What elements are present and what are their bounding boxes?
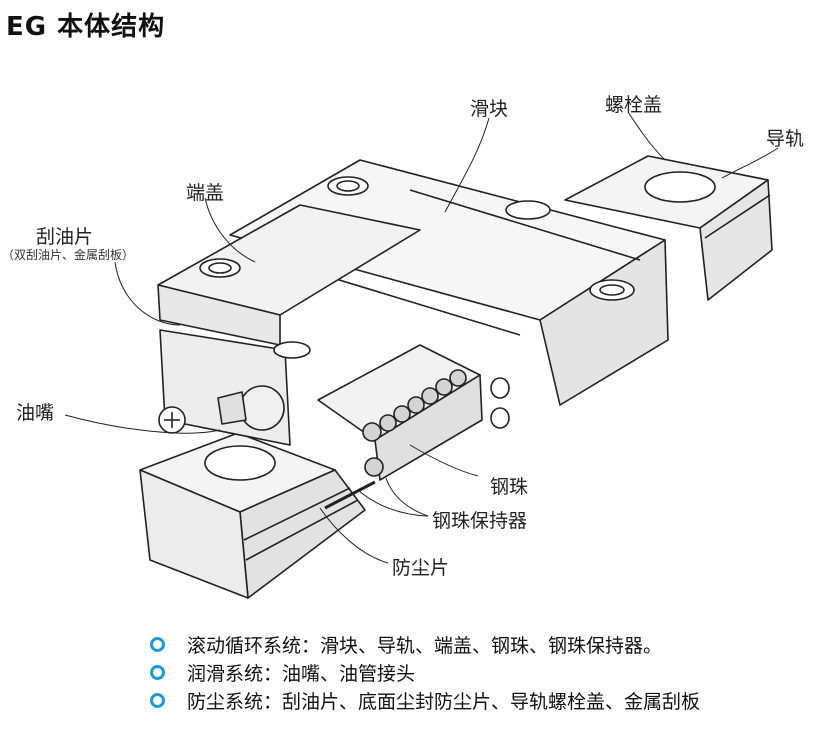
label-rail: 导轨 — [766, 128, 805, 150]
label-scraper: 刮油片 — [36, 226, 94, 248]
legend-text: 润滑系统：油嘴、油管接头 — [187, 662, 416, 685]
ball-retainer — [317, 344, 483, 481]
dust-seal-strip — [324, 480, 376, 510]
label-bolt-cap: 螺栓盖 — [605, 94, 663, 116]
linear-guide-diagram — [64, 111, 779, 599]
bullet-icon — [150, 664, 165, 680]
label-end-cap: 端盖 — [186, 182, 225, 204]
page-title: EG 本体结构 — [6, 12, 166, 42]
bullet-icon — [150, 692, 165, 708]
label-ball-retainer: 钢珠保持器 — [432, 510, 528, 532]
rail-front — [139, 432, 366, 599]
label-dust-seal: 防尘片 — [392, 557, 450, 579]
label-grease-nipple: 油嘴 — [16, 402, 55, 424]
label-steel-ball: 钢珠 — [490, 476, 529, 498]
legend-item: 滚动循环系统：滑块、导轨、端盖、钢珠、钢珠保持器。 — [150, 630, 700, 658]
end-cap — [157, 176, 421, 346]
side-holes — [490, 377, 510, 429]
slider-body — [229, 159, 669, 406]
steel-balls — [362, 369, 467, 477]
label-scraper-note: （双刮油片、金属刮板） — [2, 248, 135, 262]
rail-back — [564, 155, 773, 301]
legend-list: 滚动循环系统：滑块、导轨、端盖、钢珠、钢珠保持器。 润滑系统：油嘴、油管接头 防… — [150, 630, 700, 714]
bullet-icon — [150, 636, 165, 652]
label-slider: 滑块 — [470, 98, 509, 120]
grease-nipple — [158, 385, 285, 434]
legend-text: 防尘系统：刮油片、底面尘封防尘片、导轨螺栓盖、金属刮板 — [187, 690, 701, 713]
legend-item: 防尘系统：刮油片、底面尘封防尘片、导轨螺栓盖、金属刮板 — [150, 686, 700, 714]
legend-item: 润滑系统：油嘴、油管接头 — [150, 658, 700, 686]
leader-lines — [64, 111, 779, 564]
legend-text: 滚动循环系统：滑块、导轨、端盖、钢珠、钢珠保持器。 — [187, 634, 663, 657]
